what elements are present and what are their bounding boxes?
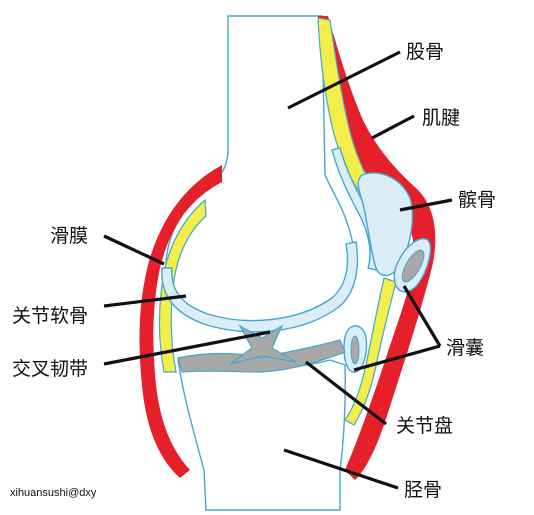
leader-synovium xyxy=(103,234,165,266)
tibia-bone xyxy=(177,358,346,511)
leader-tibia xyxy=(283,448,399,490)
label-femur: 股骨 xyxy=(406,41,444,63)
right-synovium-lower xyxy=(344,277,397,426)
label-meniscus: 关节盘 xyxy=(396,415,453,437)
watermark: xihuansushi@dxy xyxy=(10,487,97,499)
leader-meniscus xyxy=(305,360,387,426)
leader-femur xyxy=(287,50,401,110)
leader-bursa-a xyxy=(402,285,442,347)
meniscus xyxy=(177,339,346,373)
label-articular-cartilage: 关节软骨 xyxy=(12,305,88,327)
leader-ligament xyxy=(103,330,271,366)
left-synovium xyxy=(158,198,207,373)
label-cruciate-ligament: 交叉韧带 xyxy=(12,358,88,380)
leader-cartilage xyxy=(103,294,187,308)
bursa-lower-inner xyxy=(350,335,360,365)
left-tendon xyxy=(139,165,222,478)
label-tibia: 胫骨 xyxy=(404,479,442,501)
patella xyxy=(357,172,413,277)
femur-cartilage xyxy=(161,241,359,333)
label-bursa: 滑囊 xyxy=(446,337,484,359)
leader-patella xyxy=(399,198,453,212)
leader-tendon xyxy=(371,114,415,140)
label-patella: 髌骨 xyxy=(458,189,496,211)
bursa-upper-inner xyxy=(401,249,425,283)
femur-front-cartilage xyxy=(331,147,380,271)
label-synovium: 滑膜 xyxy=(50,225,88,247)
label-tendon: 肌腱 xyxy=(422,107,460,129)
leader-bursa-b xyxy=(353,344,441,372)
